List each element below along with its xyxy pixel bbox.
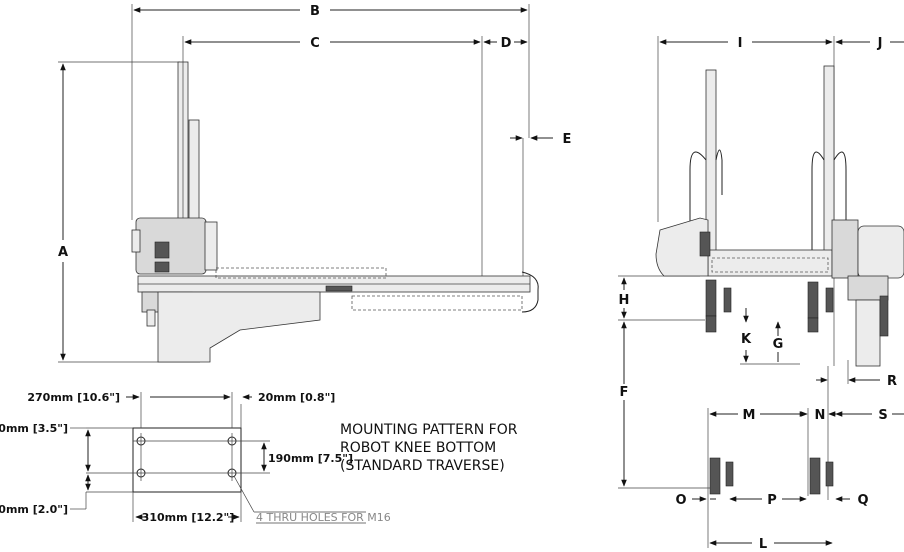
mounting-title-line-3: (STANDARD TRAVERSE)	[340, 458, 505, 474]
label-k: K	[741, 332, 752, 347]
dimension-q: Q	[835, 493, 869, 508]
dimension-a: A	[58, 63, 68, 361]
label-n: N	[815, 408, 826, 423]
label-m: M	[743, 408, 756, 423]
label-s: S	[878, 408, 887, 423]
dimension-n: N	[800, 408, 836, 423]
dimension-r: R	[816, 374, 897, 389]
label-i: I	[738, 36, 743, 51]
label-b: B	[310, 4, 320, 19]
mounting-title-line-1: MOUNTING PATTERN FOR	[340, 422, 518, 438]
dimension-l: L	[709, 537, 833, 552]
label-f: F	[620, 385, 629, 400]
label-l: L	[759, 537, 767, 552]
label-j: J	[877, 36, 883, 51]
dimension-g: G	[773, 321, 784, 362]
label-c: C	[310, 36, 320, 51]
dimension-i: I	[659, 36, 833, 51]
label-q: Q	[857, 493, 868, 508]
dimension-c: C	[184, 36, 481, 51]
dimension-m: M	[709, 408, 807, 423]
dimension-d: D	[483, 36, 528, 51]
label-h: H	[619, 293, 630, 308]
dimension-f: F	[620, 321, 629, 487]
dimension-o: O	[675, 493, 716, 508]
label-e: E	[563, 132, 572, 147]
holes-note: 4 THRU HOLES FOR M16	[256, 511, 391, 524]
label-r: R	[887, 374, 897, 389]
dimension-k: K	[741, 308, 752, 363]
mounting-pattern: 270mm [10.6"] 20mm [0.8"] 90mm [3.5"] 19…	[0, 391, 518, 524]
dim-270mm: 270mm [10.6"]	[27, 391, 120, 404]
dim-190mm: 190mm [7.5"]	[268, 452, 353, 465]
dimension-b: B	[133, 4, 528, 19]
dim-20mm: 20mm [0.8"]	[258, 391, 335, 404]
label-a: A	[58, 245, 68, 260]
label-o: O	[675, 493, 686, 508]
dimension-j: J	[835, 36, 904, 51]
dimension-s: S	[835, 408, 904, 423]
dim-50mm: 50mm [2.0"]	[0, 503, 68, 516]
front-view: I J H F K G	[618, 36, 904, 552]
dimension-p: P	[729, 493, 807, 508]
label-d: D	[501, 36, 512, 51]
dim-90mm: 90mm [3.5"]	[0, 422, 68, 435]
dim-310mm: 310mm [12.2"]	[142, 511, 235, 524]
label-p: P	[767, 493, 777, 508]
mounting-title-line-2: ROBOT KNEE BOTTOM	[340, 440, 496, 456]
dimension-h: H	[619, 277, 630, 319]
dimension-e: E	[510, 132, 571, 147]
label-g: G	[773, 337, 784, 352]
side-view: B C D E A	[58, 4, 571, 363]
